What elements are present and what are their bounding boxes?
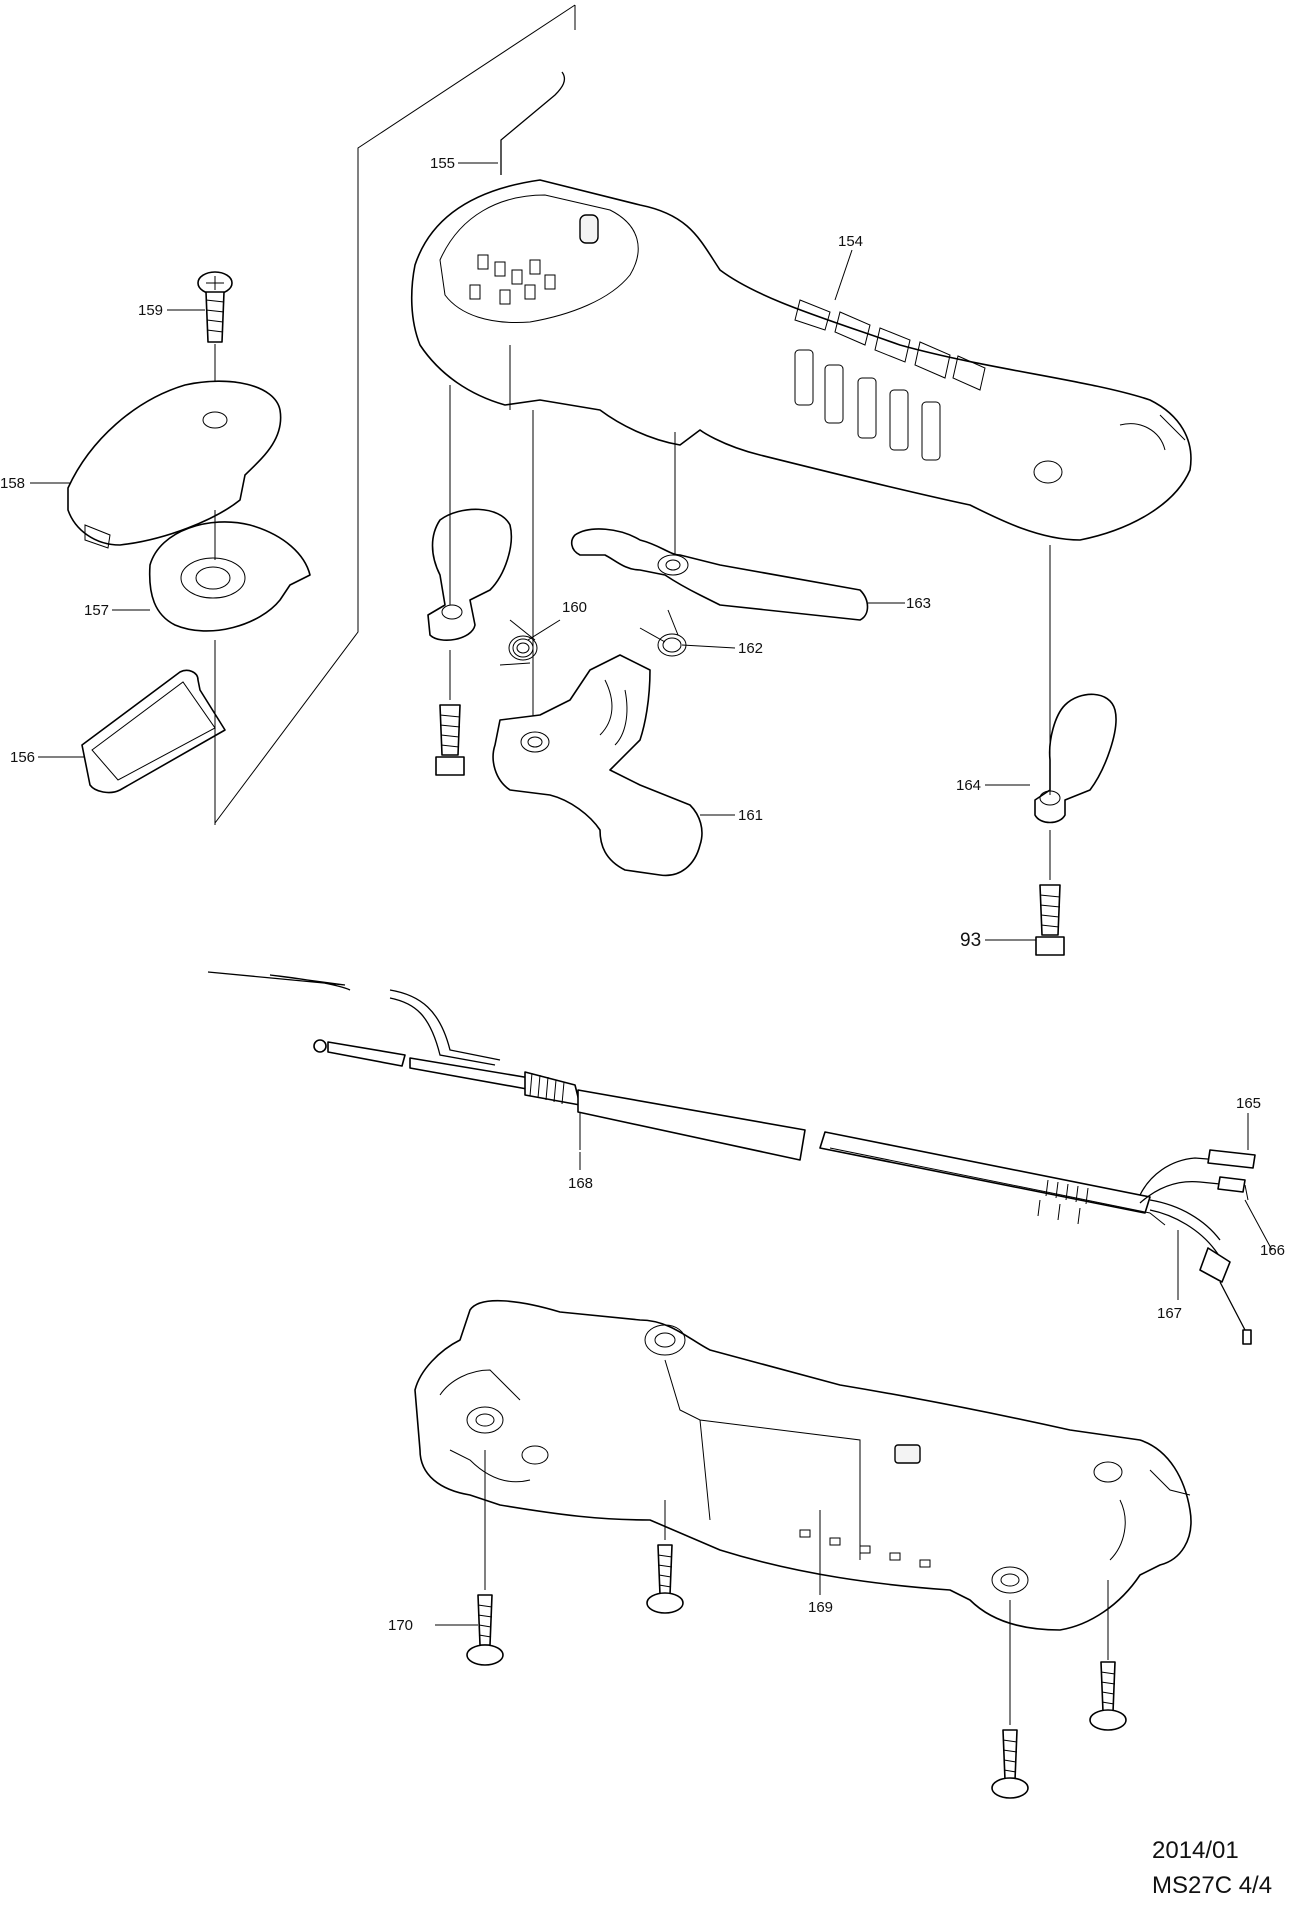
label-93: 93 xyxy=(960,930,981,951)
part-154-upper-handle xyxy=(410,179,1192,541)
part-161-grip-lever xyxy=(492,654,703,877)
label-155: 155 xyxy=(430,155,455,172)
part-168-cable xyxy=(207,971,806,1161)
label-165: 165 xyxy=(1236,1095,1261,1112)
label-154: 154 xyxy=(838,233,863,250)
assembly-outline xyxy=(214,4,576,824)
label-164: 164 xyxy=(956,777,981,794)
label-170: 170 xyxy=(388,1617,413,1634)
label-163: 163 xyxy=(906,595,931,612)
part-160-spring xyxy=(499,410,538,735)
label-158: 158 xyxy=(0,475,25,492)
part-screw-right-lower xyxy=(991,1600,1029,1799)
footer-model-page: MS27C 4/4 xyxy=(1152,1872,1272,1899)
part-screw-middle xyxy=(646,1500,684,1614)
part-164-clamp-left xyxy=(427,385,513,700)
label-160: 160 xyxy=(562,599,587,616)
part-labels: 155 154 159 158 157 156 160 162 163 161 … xyxy=(0,155,1285,1634)
part-163-lever xyxy=(570,432,869,621)
label-166: 166 xyxy=(1260,1242,1285,1259)
label-169: 169 xyxy=(808,1599,833,1616)
label-161: 161 xyxy=(738,807,763,824)
part-155-rod xyxy=(500,71,566,175)
leader-lines xyxy=(30,162,1273,1626)
part-159-screw xyxy=(197,271,233,415)
label-157: 157 xyxy=(84,602,109,619)
part-162-spring xyxy=(639,609,687,657)
part-164-clamp-right xyxy=(1034,545,1117,880)
label-162: 162 xyxy=(738,640,763,657)
part-93-bolt xyxy=(1035,884,1065,956)
label-168: 168 xyxy=(568,1175,593,1192)
part-157-ring xyxy=(148,510,311,632)
label-167: 167 xyxy=(1157,1305,1182,1322)
part-156-band xyxy=(81,640,226,825)
part-167-cable-end xyxy=(819,1131,1256,1345)
label-159: 159 xyxy=(138,302,163,319)
footer-date: 2014/01 xyxy=(1152,1837,1239,1864)
part-170-screw xyxy=(466,1450,504,1666)
part-169-lower-housing xyxy=(414,1299,1192,1631)
part-158-cover xyxy=(67,380,282,549)
footer: 2014/01 MS27C 4/4 xyxy=(1152,1837,1272,1899)
label-156: 156 xyxy=(10,749,35,766)
part-screw-right-upper xyxy=(1089,1580,1127,1731)
part-bolt-left xyxy=(435,704,465,776)
